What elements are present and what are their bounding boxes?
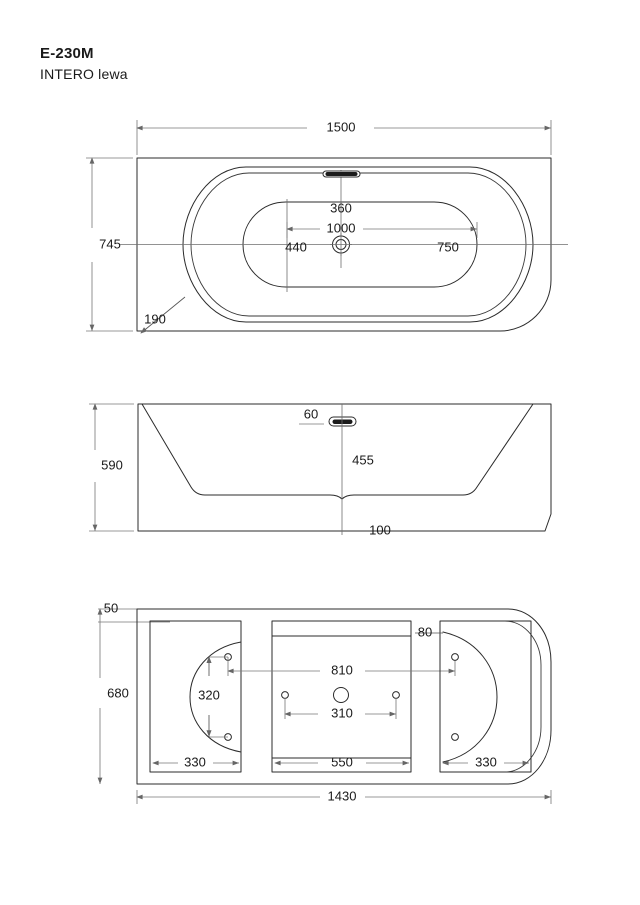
dim-bottom-left-330: 330 — [152, 754, 239, 769]
dim-label-810: 810 — [331, 662, 353, 677]
dim-top-overflow-360: 360 — [330, 200, 352, 215]
dim-bottom-feet-320: 320 — [198, 656, 228, 738]
dim-label-330-left: 330 — [184, 754, 206, 769]
title-block: E-230M INTERO lewa — [40, 44, 128, 84]
drain-outlet-icon — [330, 233, 352, 256]
product-name: INTERO lewa — [40, 66, 128, 82]
dim-label-1430: 1430 — [328, 788, 357, 803]
dim-bottom-feet-810: 810 — [227, 657, 456, 677]
dim-label-190: 190 — [144, 311, 166, 326]
dim-side-base-100: 100 — [369, 522, 391, 537]
tub-outer-body — [136, 157, 552, 332]
dim-label-60: 60 — [304, 406, 318, 421]
dim-label-590: 590 — [101, 457, 123, 472]
dim-bottom-offset-50: 50 — [98, 600, 170, 623]
dim-label-1500: 1500 — [327, 119, 356, 134]
dim-label-750: 750 — [437, 239, 459, 254]
top-view-group: 1500 745 — [86, 119, 568, 334]
bottom-panel-middle: 810 310 550 — [227, 620, 456, 773]
overflow-slot-icon — [322, 170, 361, 178]
bottom-panel-right: 80 330 — [415, 620, 532, 773]
bottom-panel-left: 320 330 — [149, 620, 242, 773]
bottom-view-group: 50 680 1430 — [97, 600, 552, 804]
product-code: E-230M — [40, 45, 94, 62]
dim-label-330-right: 330 — [475, 754, 497, 769]
tub-side-outline — [137, 403, 552, 532]
dim-top-440: 440 — [285, 239, 307, 254]
dim-label-360: 360 — [330, 200, 352, 215]
dim-bottom-right-330: 330 — [442, 754, 529, 769]
dim-side-height-590: 590 — [89, 403, 134, 532]
dim-label-310: 310 — [331, 705, 353, 720]
dim-top-750: 750 — [437, 239, 459, 254]
dim-label-550: 550 — [331, 754, 353, 769]
side-view-group: 590 60 455 100 — [89, 403, 552, 537]
panel-right-arc — [442, 631, 498, 763]
dim-top-overall-length: 1500 — [136, 119, 552, 155]
tub-outer-rim — [182, 166, 534, 323]
tub-bottom-outer-offset — [455, 620, 542, 773]
support-foot-icon — [451, 733, 459, 741]
dim-side-overflow-60: 60 — [299, 406, 324, 425]
dim-label-50: 50 — [104, 600, 118, 615]
tub-rim-inner-offset — [190, 172, 527, 317]
dim-top-overall-width: 745 — [86, 157, 133, 332]
panel-left-arc — [189, 641, 242, 753]
dim-label-455: 455 — [352, 452, 374, 467]
dim-label-745: 745 — [99, 236, 121, 251]
support-foot-icon — [281, 691, 289, 699]
support-foot-icon — [451, 653, 459, 661]
dim-label-100: 100 — [369, 522, 391, 537]
dim-label-80: 80 — [418, 624, 432, 639]
dim-bottom-width-680: 680 — [97, 608, 129, 784]
dim-side-depth-455: 455 — [352, 452, 374, 467]
dim-label-440: 440 — [285, 239, 307, 254]
overflow-slot-icon-side — [328, 416, 357, 427]
dim-label-320: 320 — [198, 687, 220, 702]
dim-bottom-offset-80: 80 — [415, 624, 443, 639]
support-foot-icon — [392, 691, 400, 699]
tub-bowl-outline — [242, 201, 478, 288]
dim-top-radius-190: 190 — [140, 296, 186, 334]
dim-label-680: 680 — [107, 685, 129, 700]
dim-label-1000: 1000 — [327, 220, 356, 235]
dim-bottom-length-1430: 1430 — [136, 788, 552, 804]
dim-bottom-middle-550: 550 — [274, 754, 409, 769]
dim-bottom-feet-310: 310 — [284, 698, 397, 720]
drain-outlet-icon-bottom — [333, 687, 349, 703]
dim-top-inner-1000: 1000 — [286, 220, 478, 238]
tub-bottom-outer — [136, 608, 552, 785]
